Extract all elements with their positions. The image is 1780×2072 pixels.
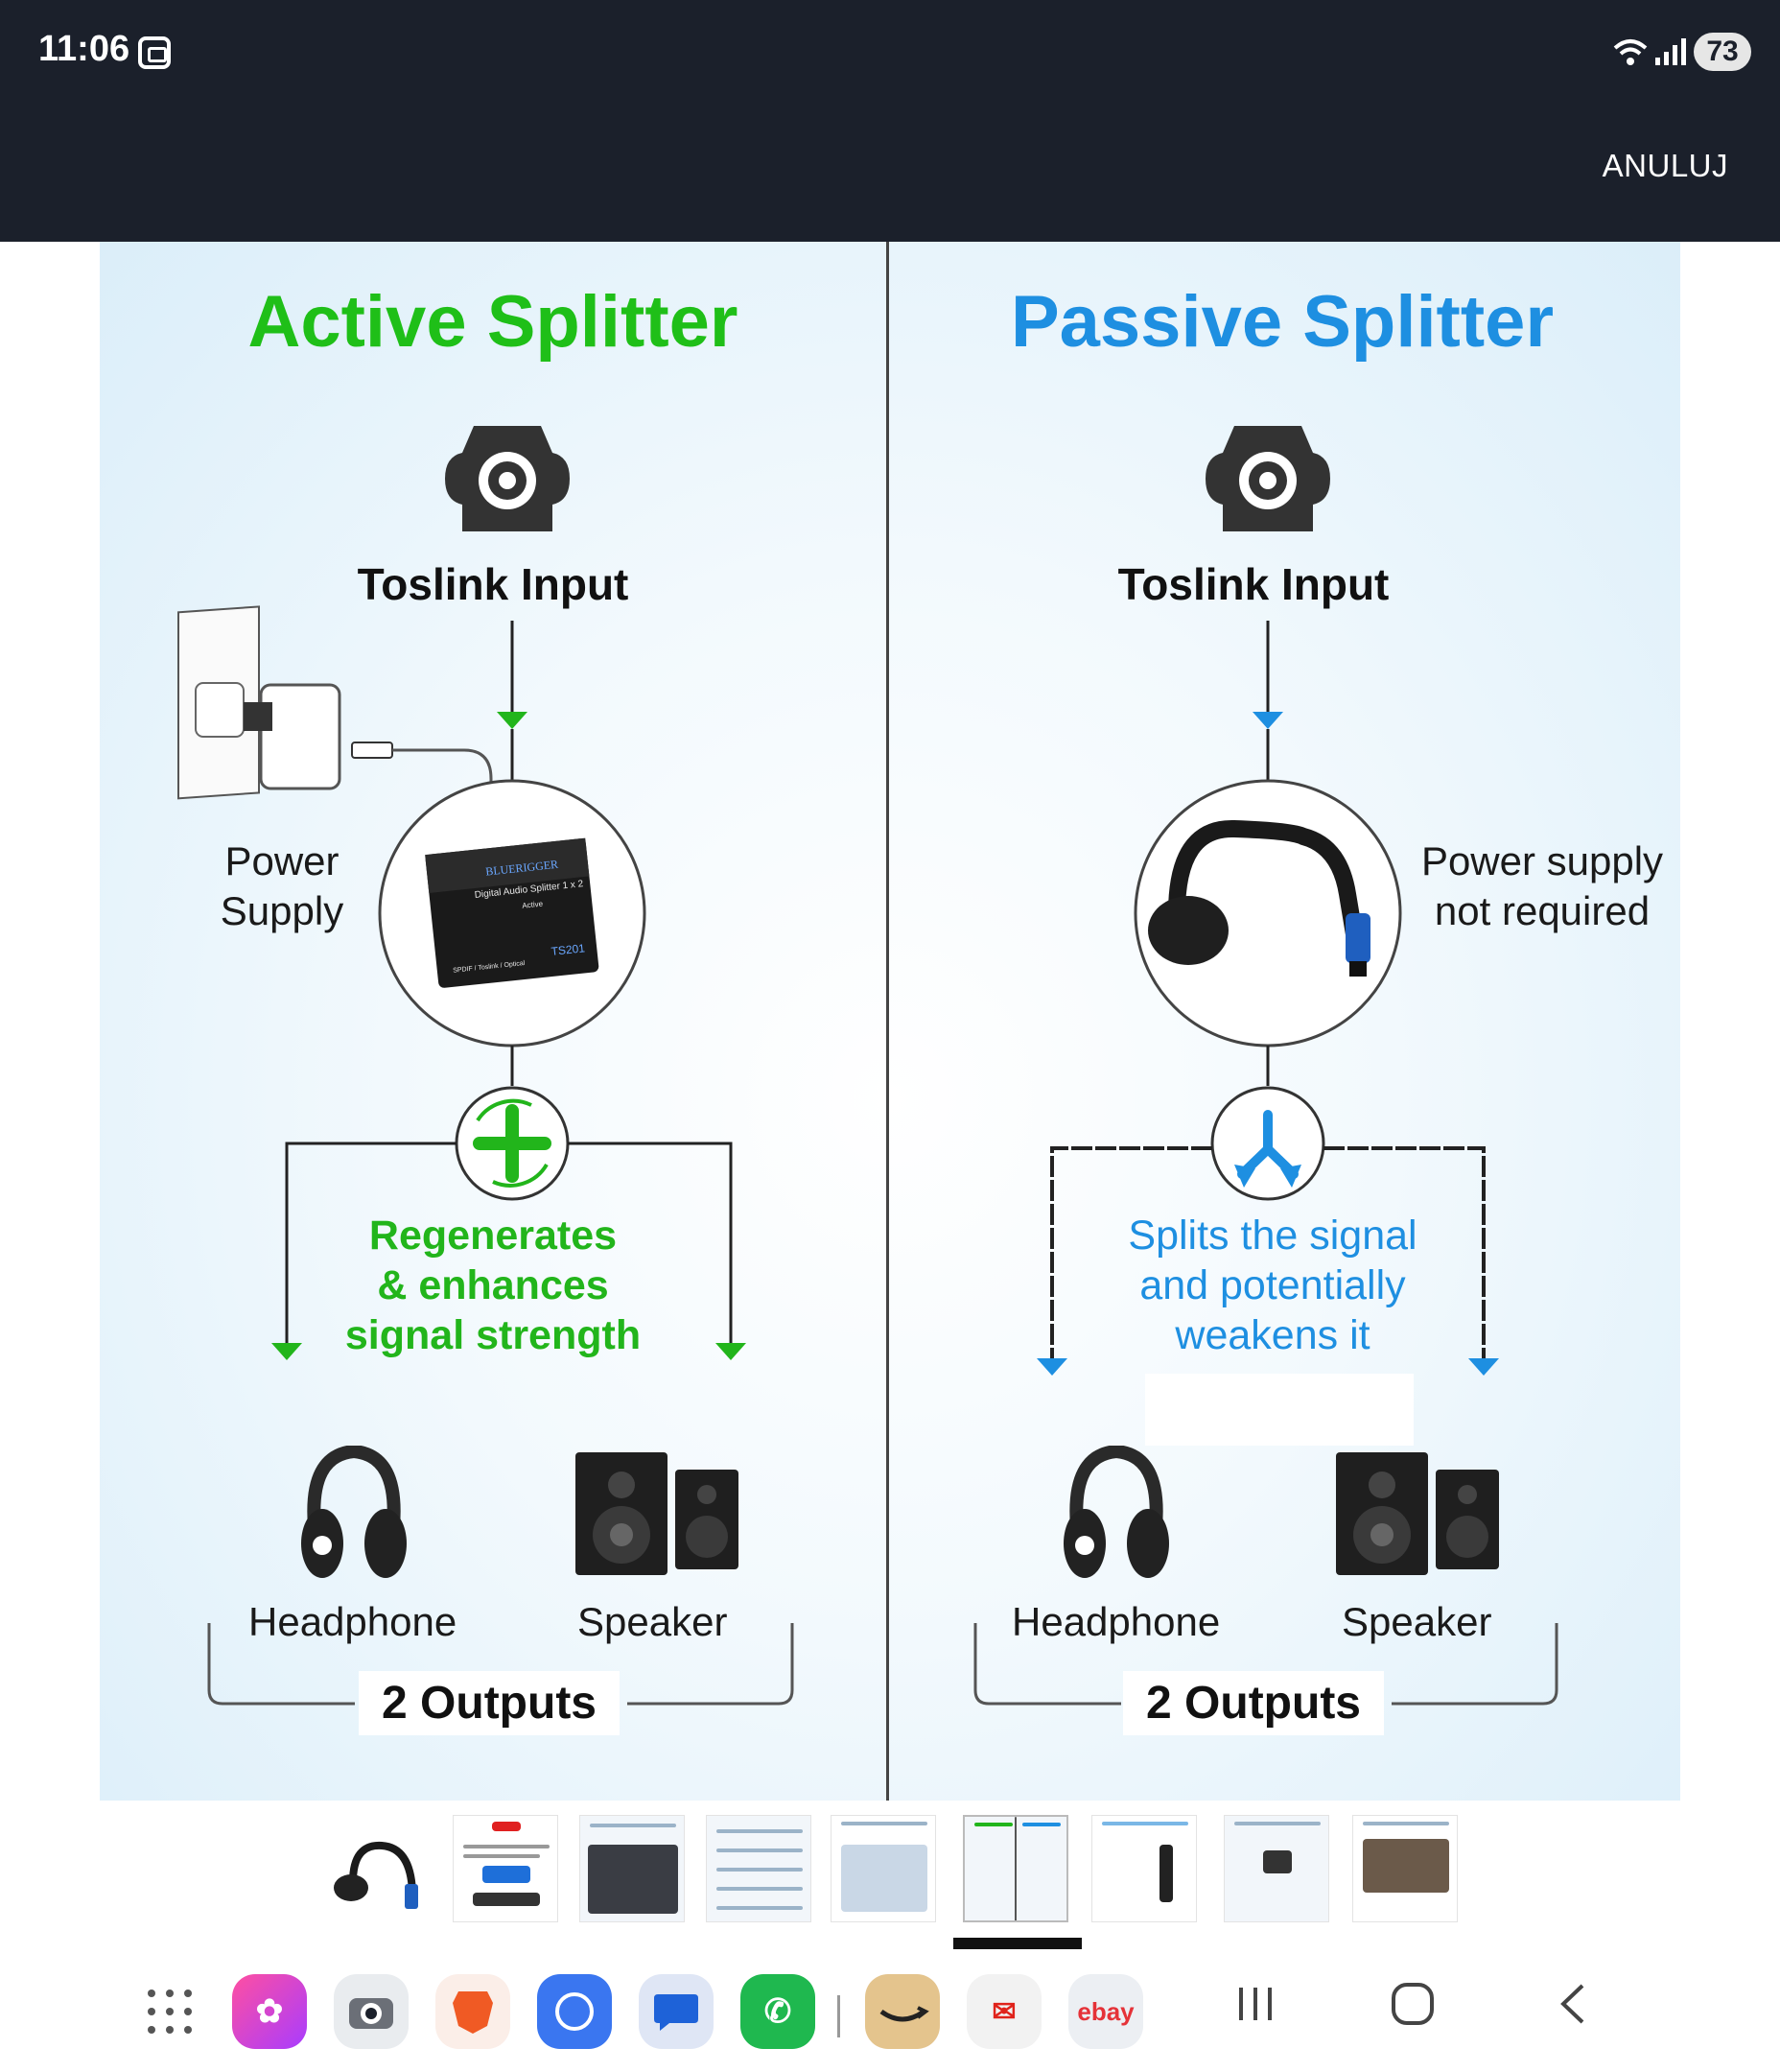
active-splitter-panel: Active Splitter Toslink Input bbox=[100, 242, 886, 1801]
brave-app-icon[interactable] bbox=[435, 1974, 510, 2049]
thumb-comparison-table[interactable] bbox=[706, 1815, 811, 1922]
passive-flow-diagram bbox=[973, 621, 1558, 1706]
thumbnail-strip bbox=[0, 1815, 1780, 1940]
back-icon[interactable] bbox=[1552, 1976, 1596, 2038]
messages-app-icon[interactable] bbox=[639, 1974, 714, 2049]
thumb-cable[interactable] bbox=[324, 1815, 430, 1922]
app-dock: ✿ ✆ ✉ ebay bbox=[0, 1957, 1780, 2072]
toslink-input-label: Toslink Input bbox=[357, 559, 629, 609]
passive-effect-text: Splits the signal and potentially weaken… bbox=[1128, 1213, 1417, 1358]
product-image[interactable]: Active Splitter Toslink Input bbox=[100, 242, 1680, 1801]
active-effect-text: Regenerates & enhances signal strength bbox=[344, 1213, 642, 1358]
thumb-compatible-devices[interactable] bbox=[1091, 1815, 1197, 1922]
amazon-app-icon[interactable] bbox=[865, 1974, 940, 2049]
panel-divider bbox=[886, 242, 889, 1801]
dock-separator bbox=[837, 1995, 840, 2037]
thumb-ps5[interactable] bbox=[831, 1815, 936, 1922]
svg-text:TS201: TS201 bbox=[550, 941, 586, 958]
speaker-icon bbox=[1336, 1452, 1499, 1575]
signal-icon bbox=[1655, 35, 1686, 65]
ebay-label: ebay bbox=[1077, 1996, 1135, 2026]
camera-app-icon[interactable] bbox=[334, 1974, 409, 2049]
active-splitter-title: Active Splitter bbox=[247, 281, 738, 363]
headphone-label: Headphone bbox=[1012, 1599, 1221, 1644]
thumb-device[interactable] bbox=[579, 1815, 685, 1922]
thumb-notice[interactable] bbox=[453, 1815, 558, 1922]
speaker-label: Speaker bbox=[1342, 1599, 1492, 1644]
passive-splitter-panel: Passive Splitter Toslink Input bbox=[889, 242, 1675, 1801]
passive-splitter-title: Passive Splitter bbox=[1010, 281, 1555, 363]
thumb-unidirectional[interactable] bbox=[1224, 1815, 1329, 1922]
toslink-port-icon bbox=[1206, 426, 1330, 531]
selected-thumbnail-indicator bbox=[953, 1938, 1082, 1949]
headphone-icon bbox=[301, 1446, 407, 1578]
wifi-icon bbox=[1611, 36, 1650, 78]
toslink-input-label: Toslink Input bbox=[1117, 559, 1390, 609]
blank-patch bbox=[1145, 1374, 1414, 1446]
ebay-app-icon[interactable]: ebay bbox=[1068, 1974, 1143, 2049]
headphone-label: Headphone bbox=[248, 1599, 457, 1644]
battery-indicator: 73 bbox=[1694, 33, 1751, 71]
home-icon[interactable] bbox=[1391, 1976, 1435, 2038]
svg-text:Active: Active bbox=[522, 900, 544, 910]
toslink-port-icon bbox=[445, 426, 570, 531]
signal-app-icon[interactable] bbox=[537, 1974, 612, 2049]
apps-grid-icon[interactable] bbox=[148, 1990, 192, 2034]
gallery-app-icon[interactable]: ✿ bbox=[232, 1974, 307, 2049]
active-flow-diagram: BLUERIGGER Digital Audio Splitter 1 x 2 … bbox=[177, 605, 794, 1706]
outputs-label: 2 Outputs bbox=[359, 1671, 620, 1735]
power-supply-label: Power Supply bbox=[220, 838, 344, 933]
thumb-tv-setup[interactable] bbox=[1352, 1815, 1458, 1922]
screenshot-indicator-icon bbox=[138, 36, 171, 69]
recents-icon[interactable] bbox=[1233, 1976, 1277, 2038]
status-time: 11:06 bbox=[38, 29, 130, 69]
power-not-required-label: Power supply not required bbox=[1420, 838, 1664, 933]
outputs-label: 2 Outputs bbox=[1123, 1671, 1384, 1735]
cancel-button[interactable]: ANULUJ bbox=[1602, 148, 1728, 183]
allegro-app-icon[interactable]: ✉ bbox=[967, 1974, 1042, 2049]
headphone-icon bbox=[1064, 1446, 1169, 1578]
thumb-active-vs-passive[interactable] bbox=[963, 1815, 1068, 1922]
phone-app-icon[interactable]: ✆ bbox=[740, 1974, 815, 2049]
speaker-icon bbox=[575, 1452, 738, 1575]
top-bar: 11:06 73 ANULUJ bbox=[0, 0, 1780, 242]
speaker-label: Speaker bbox=[577, 1599, 728, 1644]
